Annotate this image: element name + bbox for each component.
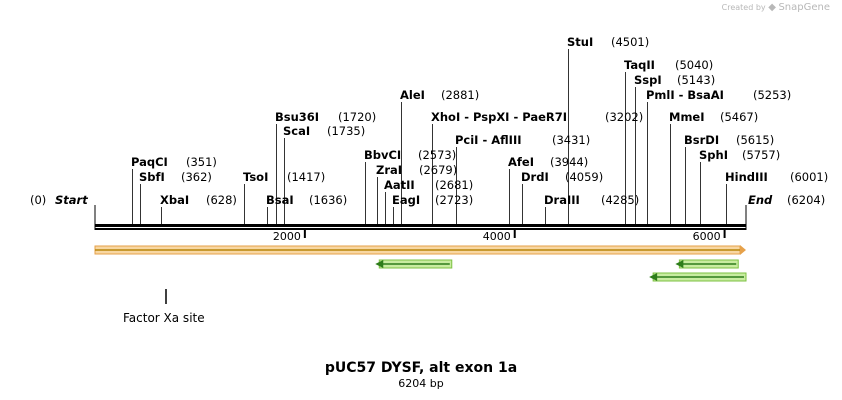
factor-xa-label: Factor Xa site: [123, 311, 205, 325]
site-name-label: StuI: [567, 35, 593, 49]
site-position-label: (5143): [677, 73, 715, 87]
orange-feature-arrowhead: [740, 245, 746, 255]
plasmid-length: 6204 bp: [398, 377, 444, 390]
site-name-label: PmlI - BsaAI: [646, 88, 724, 102]
site-name-label: TaqII: [624, 58, 655, 72]
site-position-label: (3431): [552, 133, 590, 147]
site-position-label: (5615): [736, 133, 774, 147]
site-name-label: EagI: [392, 193, 420, 207]
site-name-label: HindIII: [725, 170, 768, 184]
green-feature-arrowhead: [675, 260, 684, 268]
site-position-label: (2679): [419, 163, 457, 177]
site-name-label: DrdI: [521, 170, 549, 184]
site-position-label: (2723): [435, 193, 473, 207]
site-position-label: (2681): [435, 178, 473, 192]
site-name-label: SspI: [634, 73, 662, 87]
site-name-label: DraIII: [544, 193, 580, 207]
site-name-label: SphI: [699, 148, 728, 162]
site-position-label: (6001): [790, 170, 828, 184]
site-name-label: AleI: [400, 88, 425, 102]
axis-tick-label: 2000: [273, 230, 301, 243]
site-position-label: (3944): [550, 155, 588, 169]
backbone-bottom-line: [95, 228, 746, 230]
site-name-label: BsrDI: [684, 133, 719, 147]
green-feature-arrowhead: [649, 273, 658, 281]
site-name-label: MmeI: [669, 110, 705, 124]
site-name-label: TsoI: [243, 170, 268, 184]
end-label: End: [748, 193, 773, 207]
site-name-label: BbvCI: [364, 148, 401, 162]
site-name-label: SbfI: [139, 170, 165, 184]
site-name-label: ZraI: [376, 163, 402, 177]
site-position-label: (5467): [720, 110, 758, 124]
site-position-label: (2573): [418, 148, 456, 162]
site-position-label: (3202): [605, 110, 643, 124]
plasmid-title: pUC57 DYSF, alt exon 1a: [324, 360, 518, 376]
site-position-label: (362): [181, 170, 212, 184]
site-position-label: (2881): [441, 88, 479, 102]
site-name-label: Bsu36I: [275, 110, 319, 124]
site-position-label: (5757): [742, 148, 780, 162]
axis-tick-label: 6000: [693, 230, 721, 243]
site-name-label: XhoI - PspXI - PaeR7I: [431, 110, 567, 124]
site-name-label: XbaI: [160, 193, 189, 207]
site-position-label: (628): [206, 193, 237, 207]
site-position-label: (5040): [675, 58, 713, 72]
site-position-label: (1417): [287, 170, 325, 184]
site-name-label: PciI - AflIII: [455, 133, 522, 147]
site-position-label: (4059): [565, 170, 603, 184]
site-position-label: (1636): [309, 193, 347, 207]
site-position-label: (4285): [601, 193, 639, 207]
site-name-label: AfeI: [508, 155, 534, 169]
site-name-label: PaqCI: [131, 155, 168, 169]
created-by-text: Created by: [721, 3, 766, 12]
end-position-label: (6204): [787, 193, 825, 207]
site-position-label: (4501): [611, 35, 649, 49]
site-name-label: AatII: [384, 178, 415, 192]
snapgene-branding: Created by ◆ SnapGene: [722, 2, 830, 13]
snapgene-logo-icon: ◆: [768, 2, 776, 13]
site-position-label: (351): [186, 155, 217, 169]
site-position-label: (5253): [753, 88, 791, 102]
site-position-label: (1735): [327, 124, 365, 138]
backbone-top-line: [95, 224, 746, 227]
axis-tick-label: 4000: [483, 230, 511, 243]
start-label: Start: [55, 193, 88, 207]
site-position-label: (1720): [338, 110, 376, 124]
site-name-label: ScaI: [283, 124, 310, 138]
green-feature-arrowhead: [375, 260, 384, 268]
snapgene-app-name: SnapGene: [778, 2, 830, 13]
site-name-label: BsaI: [266, 193, 294, 207]
start-position-label: (0): [30, 193, 46, 207]
